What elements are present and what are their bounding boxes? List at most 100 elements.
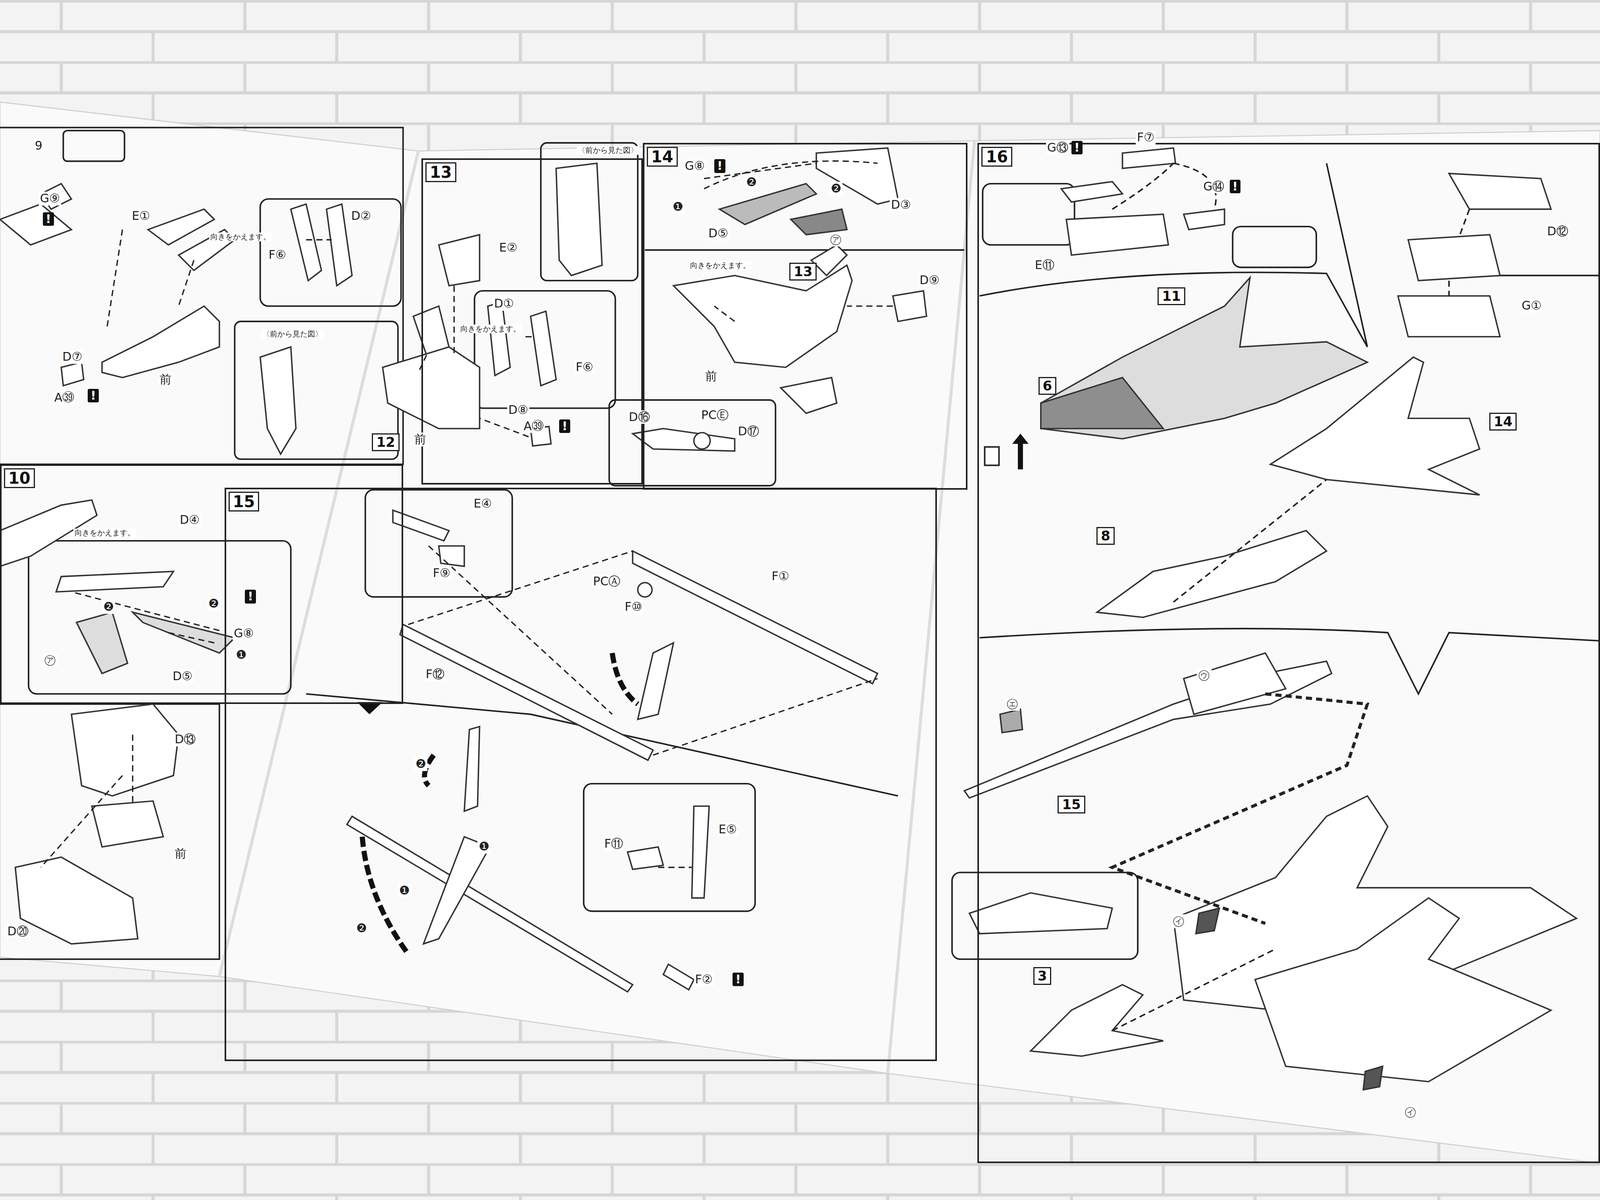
part-label: F⑫ <box>424 667 446 682</box>
part-label: D⑤ <box>707 226 730 241</box>
part-label: D⑬ <box>173 732 197 747</box>
part-label: G⑬ <box>1046 140 1070 155</box>
part-label: ❶ <box>671 200 685 214</box>
part-label: D⑦ <box>61 350 84 364</box>
part-label: 向きをかえます。 <box>73 528 137 538</box>
step-panel: 10 <box>0 464 404 704</box>
part-label: D⑳ <box>5 924 30 939</box>
caution-mark: ! <box>42 212 54 227</box>
part-label: ❷ <box>414 757 428 772</box>
part-label: ❶ <box>398 883 412 898</box>
part-label: ❶ <box>477 839 491 854</box>
caution-mark: ! <box>87 388 99 403</box>
caution-mark: ! <box>559 419 571 434</box>
part-label: D④ <box>178 513 201 527</box>
part-label: F① <box>770 569 791 584</box>
part-label: E⑤ <box>717 822 739 837</box>
part-label: ❷ <box>829 181 843 196</box>
step-number: 16 <box>981 146 1013 167</box>
caution-mark: ! <box>714 159 726 174</box>
part-label: 前 <box>173 846 188 861</box>
step-number: 14 <box>646 146 678 167</box>
part-label: D③ <box>889 198 912 212</box>
part-label: F⑦ <box>1135 130 1156 145</box>
part-label: ❷ <box>101 600 116 614</box>
part-label: PCⒶ <box>591 574 622 589</box>
part-label: 向きをかえます。 <box>209 232 272 242</box>
part-label: G① <box>1520 298 1543 313</box>
part-label: 9 <box>33 138 44 153</box>
part-label: F⑩ <box>623 600 644 614</box>
subassembly-box: 3 <box>1033 967 1052 985</box>
part-label: ❷ <box>744 175 758 190</box>
callout-number: 11 <box>1161 288 1181 304</box>
step-number: 13 <box>425 162 457 183</box>
part-label: 〈前から見た図〉 <box>261 329 324 339</box>
part-label: G⑨ <box>38 191 62 206</box>
part-label: PCⒺ <box>700 408 730 423</box>
part-label: ㋓ <box>1005 696 1020 711</box>
part-label: ㋐ <box>828 232 844 247</box>
part-label: D⑨ <box>918 273 941 288</box>
part-label: D② <box>350 209 373 224</box>
step-panel: 15 <box>224 487 937 1062</box>
part-label: D⑤ <box>171 669 194 684</box>
subassembly-box: 13 <box>789 262 817 281</box>
callout-number: 6 <box>1042 378 1053 394</box>
part-label: E② <box>498 240 519 255</box>
part-label: ❷ <box>207 596 221 611</box>
subassembly-box: 11 <box>1157 287 1185 306</box>
part-label: A㊴ <box>53 390 76 405</box>
part-label: ㋑ <box>1403 1105 1418 1120</box>
callout-number: 3 <box>1037 968 1048 984</box>
part-label: 前 <box>158 372 173 387</box>
part-label: F② <box>694 972 714 987</box>
callout-number: 8 <box>1100 528 1111 544</box>
step-panel: 16 11 6 14 8 15 3 <box>977 142 1600 1164</box>
part-label: F⑪ <box>603 836 625 851</box>
part-label: ❶ <box>234 648 248 662</box>
part-label: 〈前から見た図〉 <box>576 146 640 155</box>
part-label: 前 <box>413 432 428 447</box>
part-label: ㋑ <box>1171 914 1187 929</box>
part-label: E⑪ <box>1033 258 1056 273</box>
part-label: F⑨ <box>431 566 452 581</box>
part-label: ㋐ <box>42 653 58 668</box>
part-label: A㊴ <box>522 419 546 434</box>
part-label: 前 <box>703 369 719 384</box>
callout-number: 12 <box>376 434 395 450</box>
part-label: D⑰ <box>736 424 761 439</box>
step-number: 15 <box>228 491 260 512</box>
part-label: F⑥ <box>267 248 288 262</box>
part-label: D⑫ <box>1546 224 1570 239</box>
callout-number: 15 <box>1061 796 1081 813</box>
subassembly-box: 8 <box>1096 526 1115 545</box>
part-label: G⑧ <box>683 159 706 174</box>
subassembly-box: 14 <box>1489 412 1517 431</box>
callout-number: 13 <box>793 263 813 280</box>
step-number: 10 <box>3 468 35 489</box>
part-label: G⑧ <box>232 626 255 641</box>
caution-mark: ! <box>1229 179 1241 194</box>
caution-mark: ! <box>732 972 744 987</box>
part-label: ㋒ <box>1196 668 1212 683</box>
subassembly-box: 15 <box>1057 795 1085 814</box>
step-panel: 1312 <box>421 158 643 485</box>
part-label: G⑭ <box>1201 179 1226 194</box>
callout-number: 14 <box>1493 413 1513 430</box>
part-label: E④ <box>472 496 494 511</box>
caution-mark: ! <box>244 589 256 604</box>
step-panel: 14 13 <box>642 142 968 490</box>
part-label: E① <box>130 209 152 224</box>
caution-mark: ! <box>1071 140 1083 155</box>
part-label: 向きをかえます。 <box>688 261 752 270</box>
part-label: F⑥ <box>574 360 595 375</box>
part-label: D⑧ <box>507 403 530 418</box>
subassembly-box: 6 <box>1038 376 1057 395</box>
part-label: 向きをかえます。 <box>459 324 522 334</box>
part-label: D⑯ <box>627 410 651 425</box>
part-label: ❷ <box>355 921 369 936</box>
subassembly-box: 12 <box>371 433 400 452</box>
